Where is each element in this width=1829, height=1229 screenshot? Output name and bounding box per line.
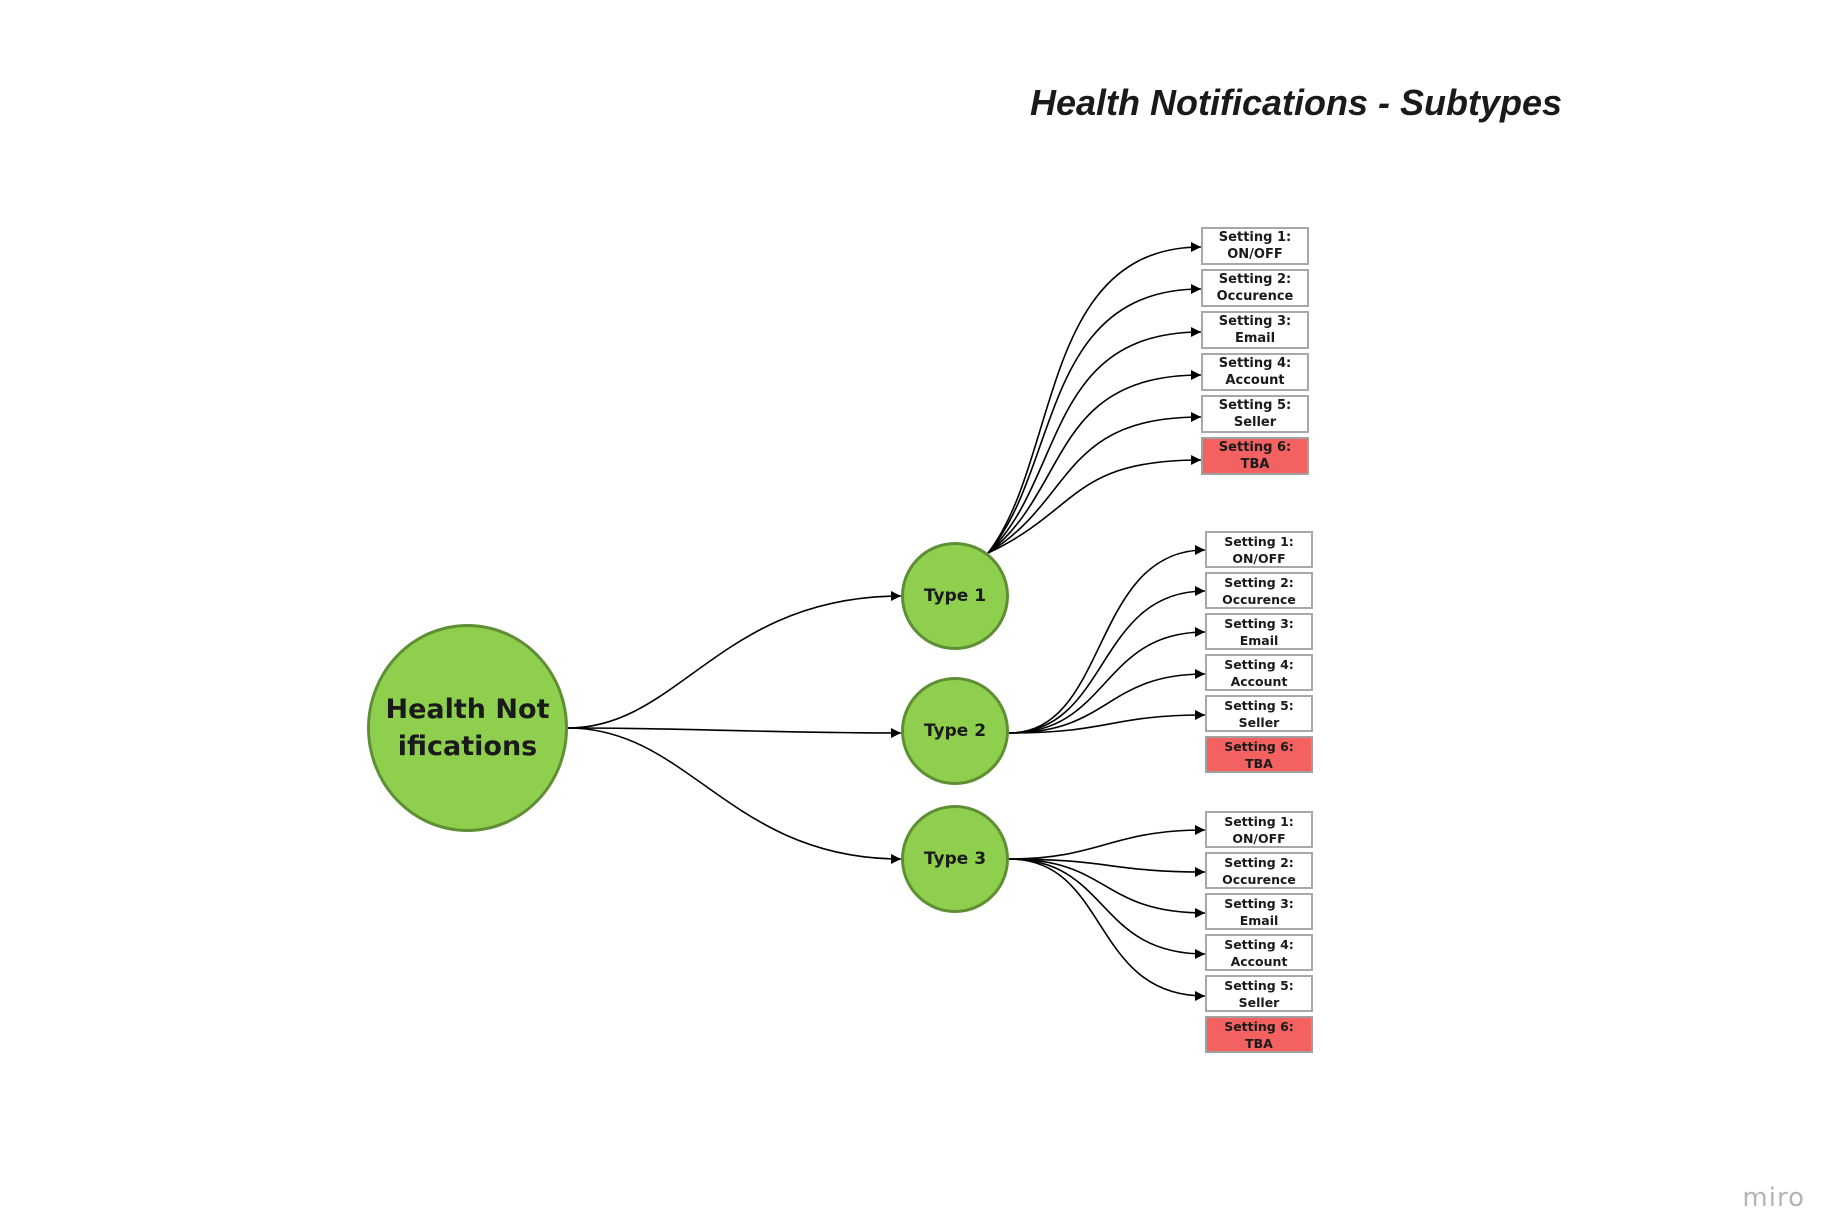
edge-type2-setting5	[1008, 710, 1206, 734]
edge-root-type1	[567, 591, 902, 729]
edge-type1-setting5	[987, 412, 1202, 554]
edge-type1-setting4	[987, 370, 1202, 554]
setting-value: TBA	[1245, 1035, 1273, 1051]
edge-type1-setting1	[987, 242, 1202, 554]
setting-value: Seller	[1238, 994, 1280, 1010]
setting-box-tba[interactable]: Setting 6: TBA	[1201, 437, 1309, 475]
setting-value: Seller	[1238, 714, 1280, 730]
setting-value: Account	[1225, 373, 1285, 388]
setting-label: Setting 6:	[1224, 738, 1294, 754]
edge-type3-setting1	[1008, 825, 1206, 860]
setting-box-seller[interactable]: Setting 5:Seller	[1205, 975, 1313, 1012]
setting-box-email[interactable]: Setting 3:Email	[1205, 893, 1313, 930]
setting-label: Setting 3:	[1218, 314, 1292, 329]
setting-label: Setting 5:	[1218, 398, 1292, 413]
setting-box-occurence[interactable]: Setting 2:Occurence	[1205, 852, 1313, 889]
setting-label: Setting 1:	[1224, 533, 1294, 549]
setting-label: Setting 2:	[1224, 574, 1294, 590]
setting-value: ON/OFF	[1232, 550, 1286, 566]
setting-box-seller[interactable]: Setting 5:Seller	[1205, 695, 1313, 732]
edge-type2-setting3	[1008, 627, 1206, 734]
setting-box-occurence[interactable]: Setting 2: Occurence	[1201, 269, 1309, 307]
setting-value: Account	[1230, 673, 1288, 689]
setting-label: Setting 3:	[1224, 615, 1294, 631]
edge-type2-setting2	[1008, 586, 1206, 734]
setting-label: Setting 6:	[1224, 1018, 1294, 1034]
setting-value: Occurence	[1216, 289, 1294, 304]
settings-group-type1: Setting 1: ON/OFF Setting 2: Occurence Set…	[1201, 227, 1309, 479]
setting-box-onoff[interactable]: Setting 1: ON/OFF	[1201, 227, 1309, 265]
setting-box-seller[interactable]: Setting 5: Seller	[1201, 395, 1309, 433]
setting-box-onoff[interactable]: Setting 1:ON/OFF	[1205, 811, 1313, 848]
setting-label: Setting 5:	[1224, 697, 1294, 713]
setting-box-email[interactable]: Setting 3: Email	[1201, 311, 1309, 349]
setting-label: Setting 2:	[1224, 854, 1294, 870]
root-node-health-notifications[interactable]: Health Notifications	[367, 624, 568, 832]
setting-box-tba[interactable]: Setting 6:TBA	[1205, 1016, 1313, 1053]
setting-value: Seller	[1233, 415, 1277, 430]
settings-group-type2: Setting 1:ON/OFF Setting 2:Occurence Set…	[1205, 531, 1313, 777]
edge-type3-setting5	[1008, 858, 1206, 1001]
edge-type3-setting2	[1008, 858, 1206, 877]
setting-box-account[interactable]: Setting 4:Account	[1205, 934, 1313, 971]
diagram-title: Health Notifications - Subtypes	[1030, 82, 1563, 123]
setting-value: Account	[1230, 953, 1288, 969]
setting-value: Email	[1239, 912, 1279, 928]
edge-type3-setting4	[1008, 858, 1206, 959]
edge-type2-setting1	[1008, 545, 1206, 734]
setting-label: Setting 5:	[1224, 977, 1294, 993]
setting-box-onoff[interactable]: Setting 1:ON/OFF	[1205, 531, 1313, 568]
setting-label: Setting 3:	[1224, 895, 1294, 911]
type-node-2[interactable]: Type 2	[901, 677, 1009, 785]
edge-type1-setting3	[987, 327, 1202, 554]
setting-box-account[interactable]: Setting 4:Account	[1205, 654, 1313, 691]
type-node-1[interactable]: Type 1	[901, 542, 1009, 650]
setting-label: Setting 4:	[1224, 936, 1294, 952]
edge-root-type3	[567, 727, 902, 864]
setting-value: TBA	[1240, 457, 1270, 472]
setting-box-occurence[interactable]: Setting 2:Occurence	[1205, 572, 1313, 609]
edge-type2-setting4	[1008, 669, 1206, 734]
settings-group-type3: Setting 1:ON/OFF Setting 2:Occurence Set…	[1205, 811, 1313, 1057]
edge-type1-setting2	[987, 284, 1202, 554]
setting-value: Email	[1239, 632, 1279, 648]
setting-box-email[interactable]: Setting 3:Email	[1205, 613, 1313, 650]
setting-label: Setting 1:	[1218, 230, 1292, 245]
setting-label: Setting 4:	[1224, 656, 1294, 672]
setting-value: Occurence	[1222, 871, 1296, 887]
setting-label: Setting 1:	[1224, 813, 1294, 829]
edge-root-type2	[567, 727, 902, 738]
setting-label: Setting 4:	[1218, 356, 1292, 371]
setting-value: ON/OFF	[1227, 247, 1283, 262]
setting-value: Occurence	[1222, 591, 1296, 607]
setting-box-account[interactable]: Setting 4: Account	[1201, 353, 1309, 391]
setting-value: ON/OFF	[1232, 830, 1286, 846]
setting-label: Setting 2:	[1218, 272, 1292, 287]
setting-value: TBA	[1245, 755, 1273, 771]
miro-watermark: miro	[1742, 1183, 1805, 1213]
edge-type3-setting3	[1008, 858, 1206, 918]
type-node-3[interactable]: Type 3	[901, 805, 1009, 913]
edge-type1-setting6	[987, 455, 1202, 554]
setting-label: Setting 6:	[1218, 440, 1292, 455]
setting-box-tba[interactable]: Setting 6:TBA	[1205, 736, 1313, 773]
setting-value: Email	[1234, 331, 1276, 346]
